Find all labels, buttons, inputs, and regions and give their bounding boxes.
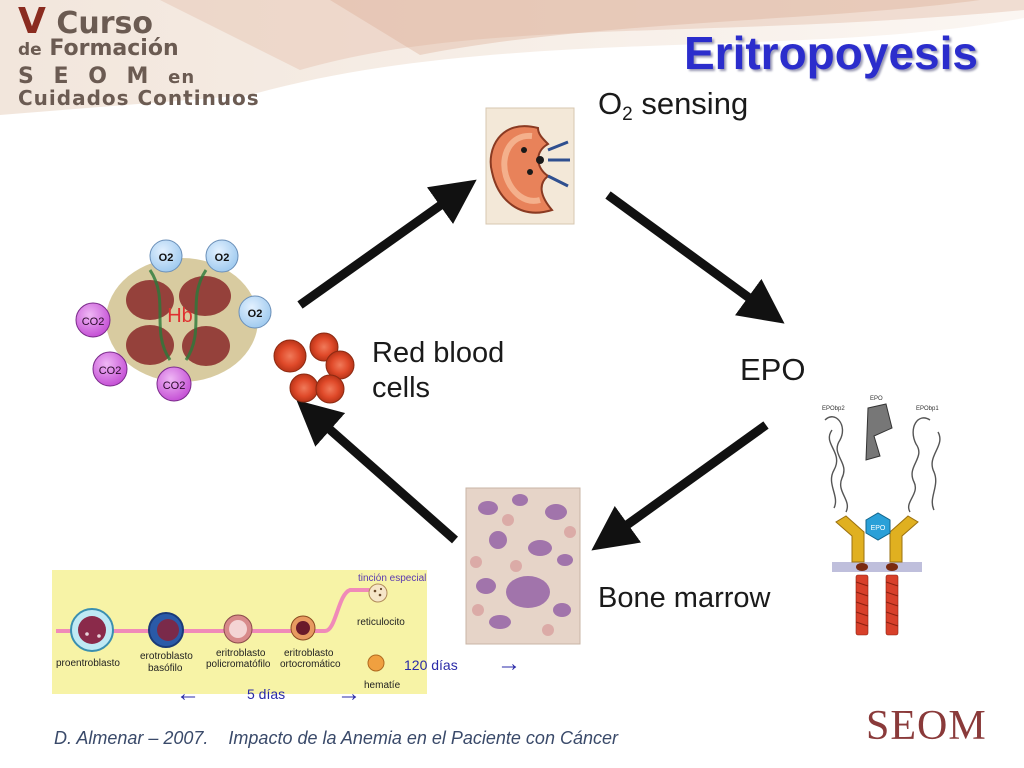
red-blood-cell [315,374,345,404]
stain-label: tinción especial [358,573,426,584]
maturation-panel: proentroblasto erotroblasto basófilo eri… [52,570,427,694]
arrow-left-5-days: ← [176,680,200,707]
bone-marrow-label: Bone marrow [598,582,771,614]
o2-bubble [238,295,272,329]
svg-text:O2: O2 [159,252,174,264]
svg-text:EPObp1: EPObp1 [916,406,939,412]
o2-bubble [205,239,239,273]
svg-text:O2: O2 [215,252,230,264]
stage-label-4a: eritroblasto [284,648,334,659]
co2-bubble [75,302,111,338]
arrow-right-120-days: → [497,650,521,677]
svg-text:EPObp2: EPObp2 [822,406,845,412]
course-brand-line-1: V Curso [18,4,153,40]
stage-label-1: proentroblasto [56,658,120,669]
o2-sensing-label: O2 sensing [598,86,749,125]
course-brand-line-2: de Formación [18,38,179,60]
arrow-marrow-to-rbc [296,400,458,544]
erythrocyte-cell [367,654,385,672]
footer-subtitle: Impacto de la Anemia en el Paciente con … [228,728,618,748]
svg-text:EPO: EPO [871,525,886,532]
svg-text:CO2: CO2 [163,380,186,392]
roman-numeral: V [18,1,46,42]
duration-5-days: 5 días [247,686,285,702]
svg-text:CO2: CO2 [99,365,122,377]
co2-bubble [92,351,128,387]
duration-120-days: 120 días [404,657,458,673]
red-blood-cells [273,332,355,404]
arrow-kidney-to-epo [605,191,785,324]
hematie-label: hematíe [364,680,401,691]
svg-text:EPO: EPO [870,396,883,402]
hb-label: Hb [167,305,193,327]
footer-author: D. Almenar – 2007. [54,728,209,748]
red-blood-cell [273,339,307,373]
arrow-right-5-days: → [337,680,361,707]
arrow-epo-to-marrow [591,421,769,551]
arrow-rbc-to-kidney [297,179,477,309]
brand-curso: Curso [56,6,153,41]
reticulocyte-cell [368,583,388,603]
epo-label: EPO [740,352,806,387]
brand-formacion: Formación [49,36,179,61]
stage-label-2b: basófilo [148,663,183,674]
stage-label-3a: eritroblasto [216,648,266,659]
stage-label-3b: policromatófilo [206,659,271,670]
cycle-arrows [296,179,785,551]
gas-bubbles: O2 O2 O2 CO2 CO2 CO2 [75,239,272,402]
stage-label-4b: ortocromático [280,659,341,670]
brand-en: en [168,67,196,88]
epo-hexagon [865,512,891,541]
footer-citation: D. Almenar – 2007. Impacto de la Anemia e… [54,728,618,749]
slide-title: Eritropoyesis [684,27,978,79]
course-brand-line-3: S E O M en [18,66,195,88]
epo-receptor-structure: EPObp2 EPO EPObp1 EPO [822,396,941,636]
seom-logo: SEOM [866,703,987,749]
svg-text:CO2: CO2 [82,316,105,328]
reticulocyte-label: reticulocito [357,617,405,628]
brand-de: de [18,40,42,60]
red-blood-cell [289,373,319,403]
bone-marrow-image [465,487,581,645]
svg-text:O2: O2 [248,308,263,320]
kidney-image [485,107,575,225]
hemoglobin-molecule: Hb [106,258,258,382]
course-brand-line-4: Cuidados Continuos [18,86,260,110]
brand-seom: S E O M [18,64,155,89]
o2-bubble [149,239,183,273]
header-band [0,0,1024,115]
co2-bubble [156,366,192,402]
stage-label-2a: erotroblasto [140,651,193,662]
